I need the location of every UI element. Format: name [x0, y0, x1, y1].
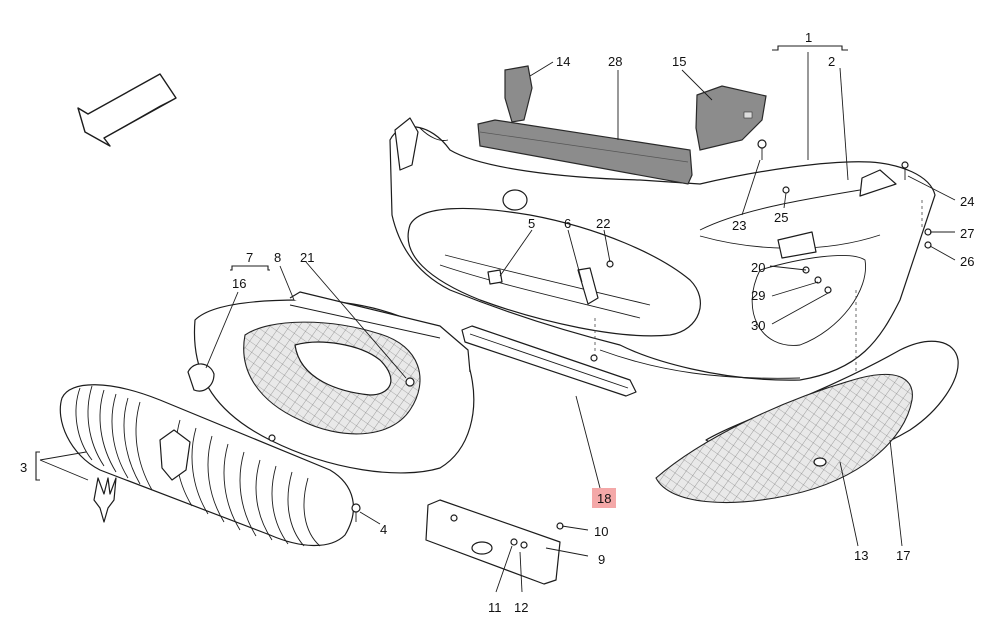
plate-screws: [510, 522, 564, 546]
leader-lines: [39, 52, 956, 593]
callout-13[interactable]: 13: [854, 548, 868, 563]
direction-arrow-icon: [77, 73, 177, 147]
bracket-1: [772, 45, 848, 51]
side-intake-mesh: [655, 373, 913, 503]
left-air-duct: [504, 65, 533, 123]
callout-30[interactable]: 30: [751, 318, 765, 333]
callout-18[interactable]: 18: [597, 491, 611, 506]
callout-4[interactable]: 4: [380, 522, 387, 537]
upper-crossmember-cover: [477, 119, 693, 185]
callout-25[interactable]: 25: [774, 210, 788, 225]
bracket-6: [577, 267, 599, 305]
callout-2[interactable]: 2: [828, 54, 835, 69]
callout-5[interactable]: 5: [528, 216, 535, 231]
callout-15[interactable]: 15: [672, 54, 686, 69]
callout-28[interactable]: 28: [608, 54, 622, 69]
callout-18-highlight: [592, 488, 616, 508]
callout-8[interactable]: 8: [274, 250, 281, 265]
grille-stud-21: [405, 377, 415, 387]
callout-21[interactable]: 21: [300, 250, 314, 265]
callout-24[interactable]: 24: [960, 194, 974, 209]
callout-16[interactable]: 16: [232, 276, 246, 291]
bracket-5: [487, 269, 503, 285]
callout-20[interactable]: 20: [751, 260, 765, 275]
callout-11[interactable]: 11: [488, 600, 502, 615]
callout-6[interactable]: 6: [564, 216, 571, 231]
callout-23[interactable]: 23: [732, 218, 746, 233]
callout-1[interactable]: 1: [805, 30, 812, 45]
lower-spoiler-strip: [461, 325, 637, 397]
callout-9[interactable]: 9: [598, 552, 605, 567]
callout-14[interactable]: 14: [556, 54, 570, 69]
bracket-3: [35, 451, 40, 481]
license-plate-bracket: [425, 499, 561, 585]
callout-7[interactable]: 7: [246, 250, 253, 265]
bracket-7: [230, 265, 270, 271]
trident-emblem-icon: [93, 429, 191, 523]
callout-29[interactable]: 29: [751, 288, 765, 303]
callout-26[interactable]: 26: [960, 254, 974, 269]
callout-17[interactable]: 17: [896, 548, 910, 563]
callout-3[interactable]: 3: [20, 460, 27, 475]
callout-27[interactable]: 27: [960, 226, 974, 241]
right-air-duct: [695, 85, 767, 151]
fasteners-top: [590, 139, 932, 362]
callout-22[interactable]: 22: [596, 216, 610, 231]
callout-12[interactable]: 12: [514, 600, 528, 615]
grille-clip-16: [187, 363, 215, 392]
grille-screw-4: [268, 434, 361, 522]
callout-labels: 1 2 3 4 5 6 7 8 9 10 11 12 13 14 15 16 1…: [20, 30, 974, 615]
front-bumper-cover: [389, 117, 936, 381]
grille-mesh: [243, 321, 421, 435]
callout-10[interactable]: 10: [594, 524, 608, 539]
